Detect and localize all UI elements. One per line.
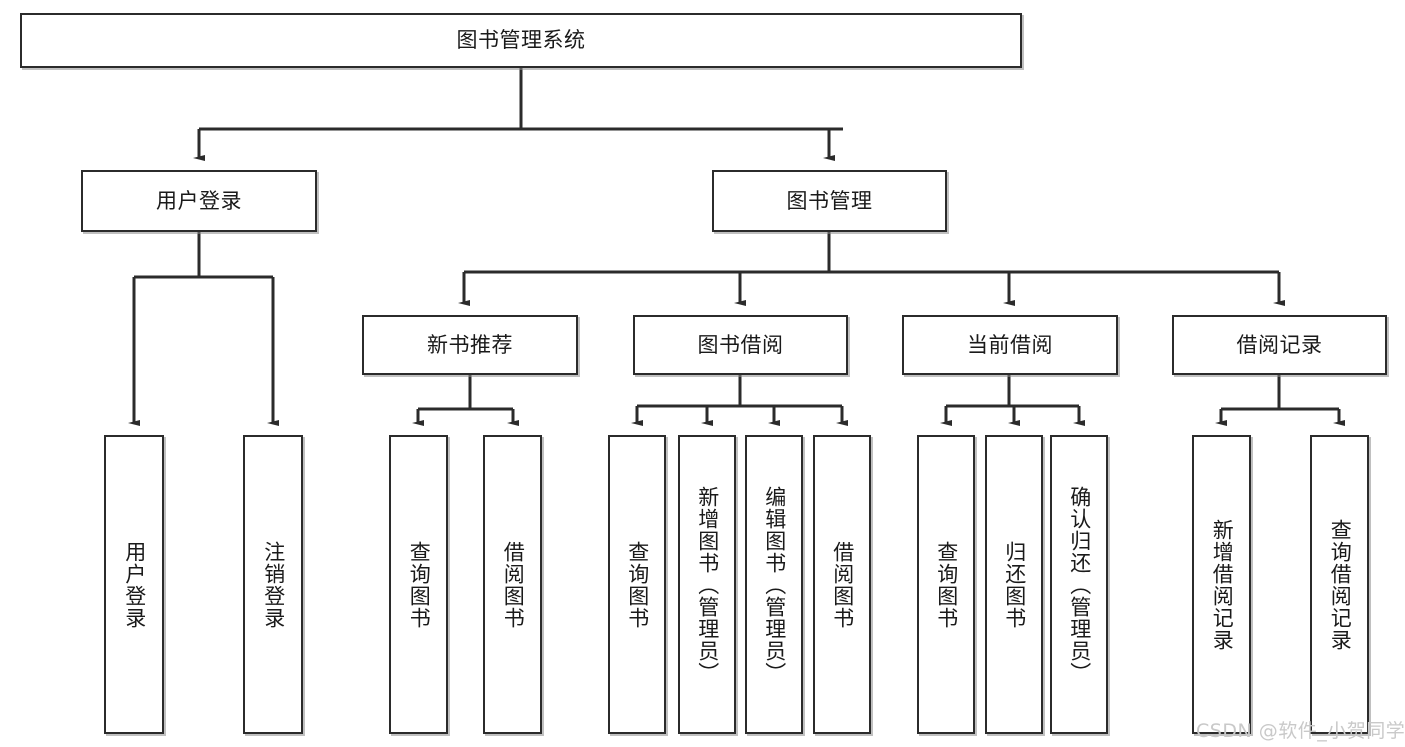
node-leaf-add-record-label: 新增借阅记录 (1210, 518, 1235, 651)
node-leaf-add-book[interactable]: 新增图书（管理员） (678, 435, 736, 734)
node-leaf-add-record[interactable]: 新增借阅记录 (1192, 435, 1251, 734)
node-leaf-query-record[interactable]: 查询借阅记录 (1310, 435, 1369, 734)
node-new-book-rec[interactable]: 新书推荐 (362, 315, 578, 375)
node-borrow-record-label: 借阅记录 (1236, 332, 1323, 357)
node-leaf-query-book-rec[interactable]: 查询图书 (389, 435, 448, 734)
node-user-login[interactable]: 用户登录 (81, 170, 317, 232)
node-leaf-user-logout[interactable]: 注销登录 (243, 435, 303, 734)
node-leaf-query-book-rec-label: 查询图书 (407, 540, 432, 629)
node-root-label: 图书管理系统 (456, 28, 586, 53)
node-book-manage[interactable]: 图书管理 (712, 170, 947, 232)
node-borrow-record[interactable]: 借阅记录 (1172, 315, 1387, 375)
node-leaf-borrow-book-label: 借阅图书 (830, 540, 855, 629)
node-leaf-user-login[interactable]: 用户登录 (104, 435, 164, 734)
node-leaf-query-book-current[interactable]: 查询图书 (917, 435, 975, 734)
node-leaf-borrow-book-rec-label: 借阅图书 (501, 540, 526, 629)
node-leaf-user-logout-label: 注销登录 (261, 540, 286, 629)
node-leaf-query-book-borrow[interactable]: 查询图书 (608, 435, 666, 734)
node-leaf-borrow-book[interactable]: 借阅图书 (813, 435, 871, 734)
node-leaf-query-record-label: 查询借阅记录 (1328, 518, 1353, 651)
node-book-borrow-label: 图书借阅 (697, 332, 784, 357)
node-leaf-return-book[interactable]: 归还图书 (985, 435, 1043, 734)
node-leaf-return-book-label: 归还图书 (1002, 540, 1027, 629)
node-root[interactable]: 图书管理系统 (20, 13, 1022, 68)
node-leaf-confirm-return-label: 确认归还（管理员） (1067, 485, 1092, 684)
node-leaf-query-book-borrow-label: 查询图书 (625, 540, 650, 629)
node-leaf-user-login-label: 用户登录 (122, 540, 147, 629)
node-current-borrow[interactable]: 当前借阅 (902, 315, 1118, 375)
node-leaf-query-book-current-label: 查询图书 (934, 540, 959, 629)
node-current-borrow-label: 当前借阅 (967, 332, 1053, 357)
node-book-borrow[interactable]: 图书借阅 (633, 315, 848, 375)
node-leaf-edit-book[interactable]: 编辑图书（管理员） (745, 435, 803, 734)
node-leaf-borrow-book-rec[interactable]: 借阅图书 (483, 435, 542, 734)
node-new-book-rec-label: 新书推荐 (427, 332, 513, 357)
node-leaf-add-book-label: 新增图书（管理员） (695, 485, 720, 684)
node-leaf-confirm-return[interactable]: 确认归还（管理员） (1050, 435, 1108, 734)
node-leaf-edit-book-label: 编辑图书（管理员） (762, 485, 787, 684)
node-book-manage-label: 图书管理 (786, 188, 873, 213)
node-user-login-label: 用户登录 (156, 188, 242, 213)
